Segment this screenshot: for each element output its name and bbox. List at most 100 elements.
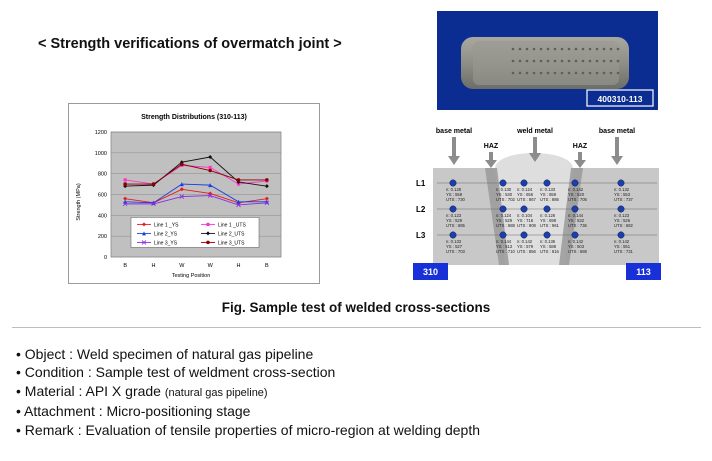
series-line	[125, 183, 267, 204]
arrows	[448, 137, 623, 168]
haz-left-label: HAZ	[484, 143, 499, 150]
y-tick-label: 1200	[95, 130, 107, 136]
indent-mark	[588, 71, 592, 75]
indent-mark	[616, 71, 620, 75]
series-line	[125, 156, 267, 187]
indent-mark	[546, 71, 550, 75]
indent-mark	[539, 59, 543, 63]
point-value: YS : 553	[614, 192, 631, 197]
test-point	[520, 179, 528, 187]
series-6	[123, 162, 269, 186]
point-value: UTS : 816	[540, 249, 560, 254]
test-point	[571, 179, 579, 187]
y-tick-label: 200	[98, 234, 107, 240]
indent-mark	[602, 59, 606, 63]
chart-y-axis-label: Strength (MPa)	[76, 183, 82, 220]
point-value: YS : 529	[496, 218, 513, 223]
test-point	[543, 205, 551, 213]
row-label: L3	[416, 231, 426, 240]
test-point	[449, 205, 457, 213]
point-value: UTS : 736	[568, 223, 588, 228]
indent-mark	[567, 71, 571, 75]
data-point	[264, 196, 269, 201]
point-value: YS : 529	[446, 218, 463, 223]
x-tick-label: B	[123, 263, 127, 269]
tag-310-box	[413, 263, 448, 280]
point-value: n: 0.136	[540, 239, 556, 244]
data-point	[236, 202, 241, 208]
point-value: n: 0.126	[540, 213, 556, 218]
series-4	[123, 155, 269, 189]
point-value: n: 0.123	[614, 213, 630, 218]
test-point	[499, 231, 507, 239]
point-value: YS : 656	[517, 192, 534, 197]
y-tick-label: 1000	[95, 151, 107, 157]
indent-mark	[609, 71, 613, 75]
indent-mark	[532, 47, 536, 51]
point-value: n: 0.133	[446, 239, 462, 244]
x-tick-label: H	[237, 263, 241, 269]
indent-mark	[609, 47, 613, 51]
data-point	[206, 222, 210, 227]
data-point	[208, 165, 212, 170]
test-point	[499, 179, 507, 187]
point-value: UTS : 886	[540, 197, 560, 202]
point-value: YS : 579	[517, 244, 534, 249]
legend-entry: Line 2_UTS	[218, 231, 245, 237]
indent-mark	[616, 47, 620, 51]
chart-title: Strength Distributions (310-113)	[141, 114, 247, 121]
point-value: UTS : 867	[517, 197, 537, 202]
point-value: n: 0.142	[517, 239, 533, 244]
weld-metal-label: weld metal	[516, 128, 553, 135]
test-point	[449, 231, 457, 239]
data-point	[179, 194, 185, 199]
point-value: n: 0.144	[568, 213, 584, 218]
point-value: UTS : 705	[568, 197, 588, 202]
point-value: YS : 859	[540, 192, 557, 197]
bullet-object: • Object : Weld specimen of natural gas …	[16, 345, 480, 363]
test-point	[543, 179, 551, 187]
point-value: YS : 698	[540, 218, 557, 223]
data-point	[236, 182, 241, 186]
haz-left-zone	[485, 168, 509, 265]
arrow-base-right	[611, 137, 623, 165]
arrow-weld	[529, 137, 541, 162]
page-heading: < Strength verifications of overmatch jo…	[38, 36, 342, 52]
data-point	[151, 182, 156, 186]
indent-mark	[546, 47, 550, 51]
data-point	[141, 240, 147, 245]
point-value: n: 0.123	[446, 213, 462, 218]
test-point	[520, 231, 528, 239]
point-value: UTS : 710	[496, 249, 516, 254]
indent-mark	[525, 71, 529, 75]
indent-mark	[553, 71, 557, 75]
indent-mark	[560, 71, 564, 75]
indent-mark	[518, 59, 522, 63]
strength-chart: Strength Distributions (310-113) Strengt…	[68, 103, 320, 284]
row-label: L1	[416, 179, 426, 188]
point-value: YS : 530	[496, 192, 513, 197]
point-value: UTS : 730	[446, 197, 466, 202]
point-value: YS : 532	[568, 218, 585, 223]
data-point	[179, 182, 184, 187]
point-value: UTS : 856	[517, 249, 537, 254]
point-value: n: 0.144	[496, 239, 512, 244]
bullet-material: • Material : API X grade (natural gas pi…	[16, 382, 480, 402]
indent-mark	[581, 47, 585, 51]
x-tick-label: H	[152, 263, 156, 269]
indent-mark	[511, 47, 515, 51]
indent-mark	[609, 59, 613, 63]
bullet-text: • Attachment : Micro-positioning stage	[16, 403, 251, 420]
indent-mark	[553, 47, 557, 51]
indent-mark	[595, 59, 599, 63]
row-label: L2	[416, 205, 426, 214]
base-metal-right-label: base metal	[599, 128, 635, 135]
weld-cross-section-diagram: base metal weld metal base metal HAZ HAZ…	[413, 120, 661, 286]
point-value: n: 0.133	[540, 187, 556, 192]
haz-right-label: HAZ	[573, 143, 588, 150]
point-value: YS : 588	[540, 244, 557, 249]
data-point	[264, 200, 270, 206]
bullet-condition: • Condition : Sample test of weldment cr…	[16, 363, 480, 381]
point-value: UTS : 703	[446, 249, 466, 254]
test-point	[571, 231, 579, 239]
